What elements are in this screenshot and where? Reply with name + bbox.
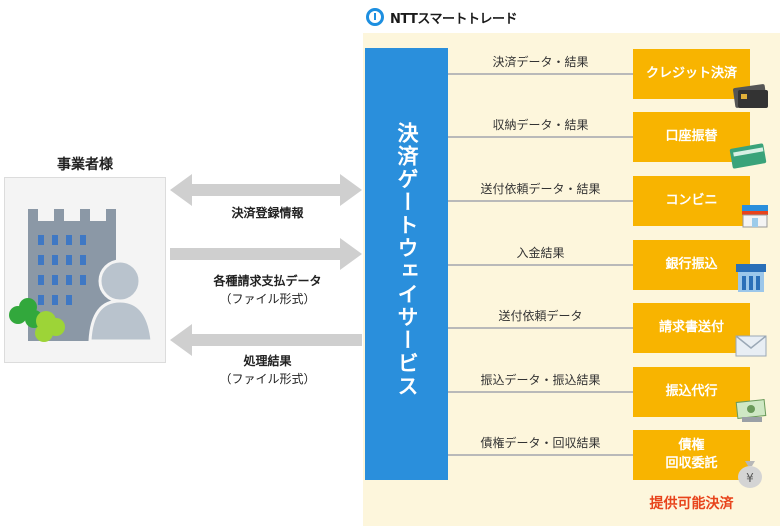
connector-line (448, 454, 633, 456)
right-arrow (170, 238, 362, 270)
caption-bank-transfer: 入金結果 (516, 246, 565, 260)
bidirectional-arrow (170, 174, 362, 206)
left-arrow (170, 324, 362, 356)
service-credit: クレジット決済 (633, 49, 750, 99)
flow-result: 処理結果 （ファイル形式） (175, 352, 360, 388)
connector-line (448, 136, 633, 138)
caption-debt-collection: 債権データ・回収結果 (480, 436, 601, 450)
ntt-logo-icon (366, 8, 384, 26)
gateway-label: 決済ゲートウェイサービス（GS） (312, 122, 419, 398)
flow-result-format: （ファイル形式） (219, 372, 316, 386)
provided-payments-label: 提供可能決済 (649, 496, 734, 512)
caption-credit: 決済データ・結果 (492, 55, 589, 69)
flow-billing-format: （ファイル形式） (219, 292, 316, 306)
flow-arrows (170, 174, 362, 356)
logo-text: NTTスマートトレード (390, 11, 518, 27)
logo: NTTスマートトレード (366, 6, 518, 28)
money-icon (735, 399, 767, 422)
flow-billing-label: 各種請求支払データ (213, 274, 322, 288)
svg-text:¥: ¥ (746, 471, 754, 485)
caption-transfer-agency: 振込データ・振込結果 (480, 373, 601, 387)
connector-line (448, 73, 633, 75)
credit-card-icon (733, 84, 768, 108)
service-debt-collection: 債権 回収委託 (633, 430, 750, 480)
connector-line (448, 327, 633, 329)
service-bank-transfer: 銀行振込 (633, 240, 750, 290)
connector-line (448, 264, 633, 266)
money-bag-icon: ¥ (738, 461, 762, 488)
store-icon (742, 205, 768, 228)
caption-invoice: 送付依頼データ (498, 309, 583, 323)
connector-line (448, 200, 633, 202)
envelope-icon (735, 335, 767, 357)
flow-registration: 決済登録情報 (175, 204, 360, 222)
bank-icon (736, 264, 766, 292)
caption-convenience: 送付依頼データ・結果 (480, 182, 601, 196)
business-title: 事業者様 (57, 157, 113, 173)
flow-result-label: 処理結果 (243, 354, 292, 368)
caption-account-transfer: 収納データ・結果 (492, 118, 589, 132)
building-person-icon (9, 209, 154, 343)
card-icon (729, 143, 767, 169)
service-convenience: コンビニ (633, 176, 750, 226)
gateway-bar (365, 48, 448, 480)
service-transfer-agency: 振込代行 (633, 367, 750, 417)
service-invoice: 請求書送付 (633, 303, 750, 353)
flow-registration-label: 決済登録情報 (231, 206, 304, 220)
flow-billing: 各種請求支払データ （ファイル形式） (175, 272, 360, 308)
connector-line (448, 391, 633, 393)
